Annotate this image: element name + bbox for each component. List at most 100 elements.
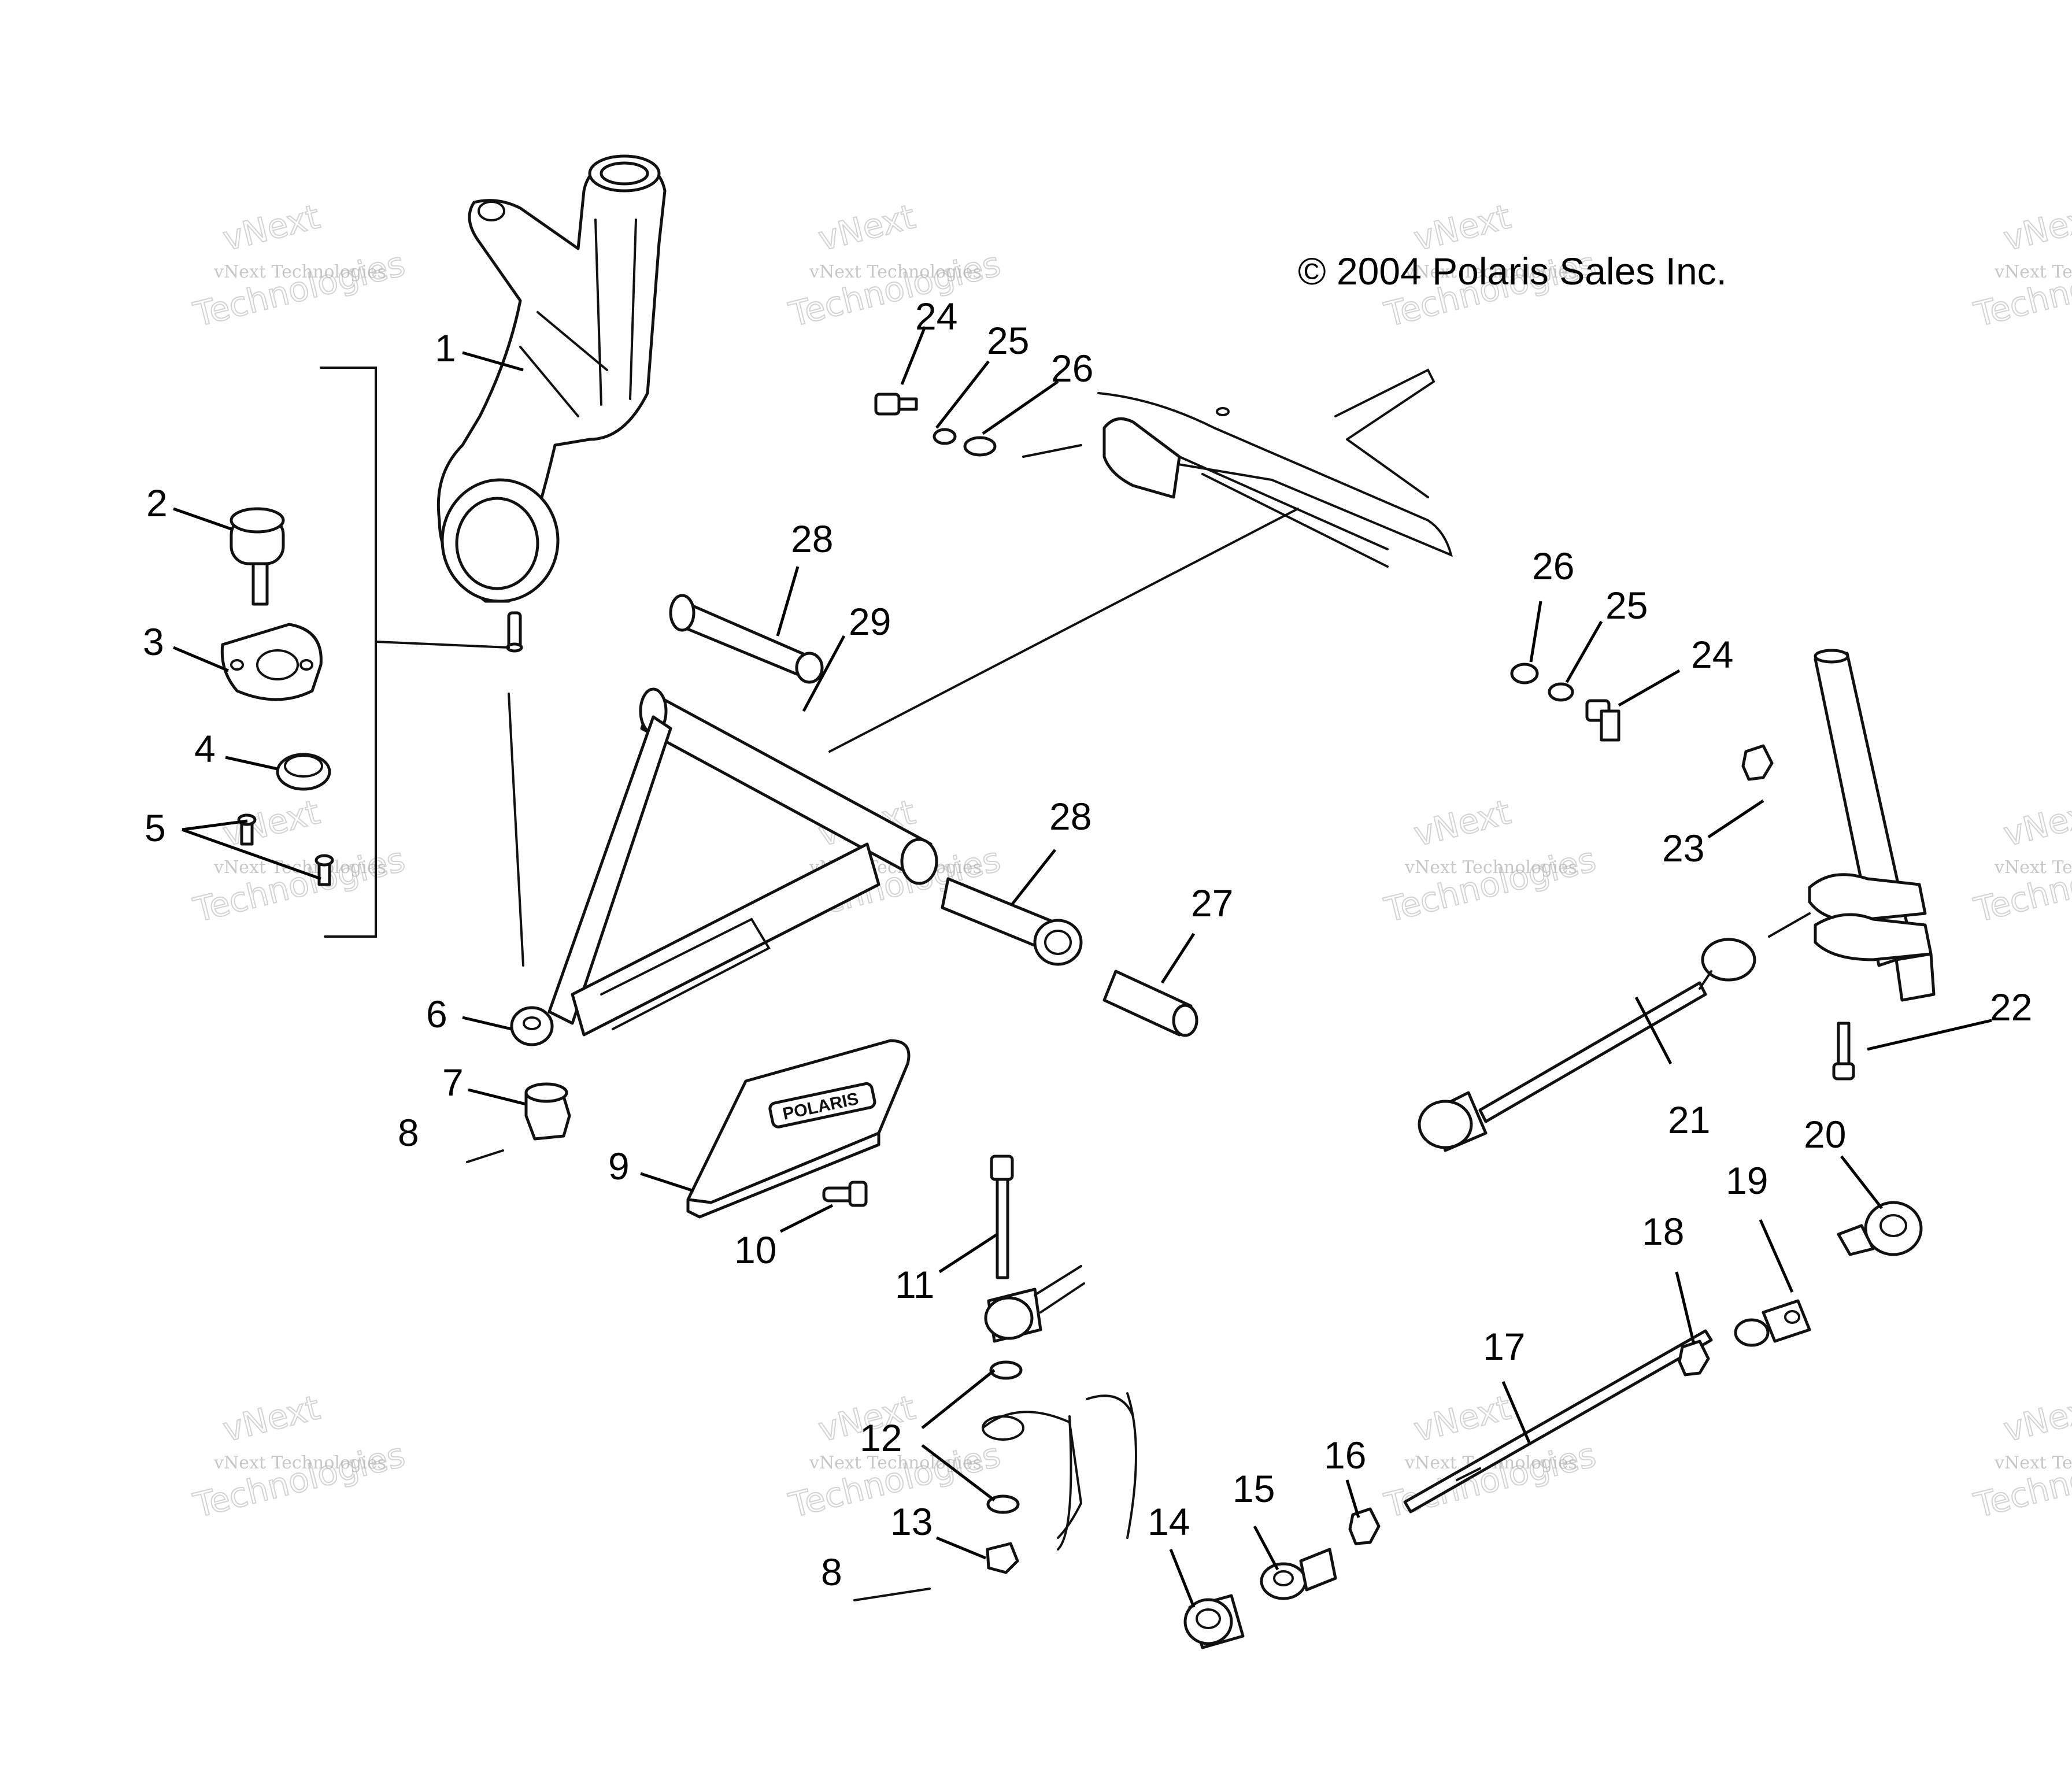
- watermark: vNext vNext Technologies Technologies: [189, 1387, 409, 1526]
- svg-text:Technologies: Technologies: [1970, 1435, 2072, 1525]
- ball-joint-part: [230, 507, 285, 606]
- copyright-notice: © 2004 Polaris Sales Inc.: [1298, 250, 1727, 293]
- svg-text:vNext Technologies: vNext Technologies: [213, 857, 386, 878]
- callout-label: 7: [442, 1061, 464, 1104]
- watermark: vNext vNext Technologies Technologies: [785, 196, 1005, 335]
- bushing-part: [669, 594, 824, 684]
- bolt-part: [822, 1181, 868, 1207]
- callout-label: 9: [608, 1145, 630, 1187]
- svg-text:Technologies: Technologies: [1970, 244, 2072, 334]
- svg-text:Technologies: Technologies: [785, 244, 1004, 334]
- callout-label: 24: [1691, 633, 1733, 676]
- tie-rod-part: [1403, 1329, 1713, 1514]
- rod-end-part: [1260, 1548, 1337, 1600]
- callout-label: 8: [398, 1111, 419, 1154]
- rod-end-part: [1837, 1201, 1923, 1256]
- watermark: vNext vNext Technologies Technologies: [189, 196, 409, 335]
- long-bolt-part: [990, 1155, 1014, 1279]
- hex-nut-part: [1741, 744, 1774, 781]
- svg-text:vNext: vNext: [1410, 1388, 1515, 1449]
- svg-text:vNext Technologies: vNext Technologies: [213, 1453, 386, 1473]
- callout-label: 22: [1990, 986, 2032, 1028]
- callout-labels: 1 2 3 4 5 6 7 8 9 10 11 12 13 8 14 15 16…: [143, 295, 2032, 1593]
- callout-label: 11: [895, 1263, 935, 1306]
- svg-text:vNext: vNext: [815, 197, 919, 258]
- center-line: [828, 508, 1299, 753]
- adjustable-tie-rod-part: [1418, 938, 1756, 1152]
- svg-text:vNext: vNext: [2000, 197, 2072, 258]
- callout-label: 6: [426, 993, 447, 1035]
- callout-label: 12: [860, 1416, 902, 1459]
- callout-label: 24: [915, 295, 957, 338]
- skid-plate-part: POLARIS: [686, 1039, 911, 1219]
- rod-end-part: [1734, 1299, 1811, 1347]
- callout-label: 1: [435, 327, 456, 369]
- callout-label: 19: [1726, 1159, 1768, 1202]
- bolt-part: [1832, 1022, 1855, 1081]
- callout-label: 3: [143, 620, 164, 663]
- svg-text:Technologies: Technologies: [190, 1435, 409, 1525]
- seal-cap-part: [276, 753, 331, 791]
- svg-text:vNext: vNext: [219, 1388, 324, 1449]
- callout-label: 28: [1049, 795, 1092, 838]
- callout-label: 4: [194, 727, 216, 770]
- svg-text:Technologies: Technologies: [1381, 839, 1600, 930]
- watermark: vNext vNext Technologies Technologies: [1970, 196, 2072, 335]
- callout-label: 26: [1051, 347, 1093, 390]
- callout-label: 10: [734, 1229, 776, 1271]
- callout-label: 17: [1483, 1325, 1525, 1368]
- ball-joint-bracket-line: [320, 367, 524, 967]
- fastener-part: [874, 393, 997, 457]
- watermark: vNext vNext Technologies Technologies: [1380, 791, 1600, 930]
- callout-label: 15: [1233, 1467, 1275, 1510]
- svg-text:vNext Technologies: vNext Technologies: [809, 262, 982, 282]
- callout-label: 26: [1532, 545, 1574, 587]
- callout-label: 23: [1662, 827, 1704, 870]
- callout-label: 29: [849, 600, 891, 643]
- leader-lines: [173, 326, 1992, 1608]
- callout-label: 20: [1804, 1113, 1846, 1156]
- svg-text:vNext Technologies: vNext Technologies: [1994, 857, 2072, 878]
- bearing-plate-part: [220, 623, 323, 701]
- callout-label: 18: [1642, 1210, 1684, 1253]
- svg-text:Technologies: Technologies: [1970, 839, 2072, 930]
- tie-rod-end-part: [984, 1265, 1085, 1343]
- callout-label: 14: [1148, 1500, 1190, 1543]
- svg-text:vNext: vNext: [2000, 792, 2072, 854]
- svg-text:vNext: vNext: [219, 197, 324, 258]
- steering-arm-part: [982, 1392, 1137, 1551]
- frame-rail-part: [1022, 368, 1453, 568]
- steering-knuckle-part: [436, 154, 667, 653]
- callout-label: 28: [791, 517, 833, 560]
- cotter-pin-part: [466, 1149, 931, 1601]
- bushing-part: [941, 877, 1083, 966]
- svg-text:vNext Technologies: vNext Technologies: [1404, 857, 1577, 878]
- svg-text:vNext Technologies: vNext Technologies: [1994, 262, 2072, 282]
- callout-label: 2: [146, 482, 168, 524]
- svg-text:vNext: vNext: [2000, 1388, 2072, 1449]
- watermark: vNext vNext Technologies Technologies: [1970, 791, 2072, 930]
- svg-text:vNext Technologies: vNext Technologies: [213, 262, 386, 282]
- callout-label: 27: [1191, 882, 1233, 924]
- rod-end-part: [1183, 1594, 1245, 1649]
- callout-label: 5: [145, 806, 166, 849]
- fastener-part: [1510, 663, 1620, 742]
- svg-text:vNext: vNext: [1410, 792, 1515, 854]
- hex-nut-part: [986, 1542, 1019, 1574]
- a-arm-part: [510, 687, 938, 1046]
- svg-text:vNext Technologies: vNext Technologies: [1404, 262, 1577, 282]
- jam-nut-part: [1348, 1507, 1381, 1545]
- watermark: vNext vNext Technologies Technologies: [1970, 1387, 2072, 1526]
- callout-label: 25: [1605, 584, 1648, 627]
- callout-label: 21: [1668, 1098, 1710, 1141]
- callout-label: 13: [890, 1500, 933, 1543]
- steering-post-part: [1768, 649, 1936, 1002]
- pivot-tube-part: [1102, 970, 1198, 1037]
- jam-nut-part: [1678, 1340, 1710, 1377]
- svg-text:vNext Technologies: vNext Technologies: [1994, 1453, 2072, 1473]
- castle-nut-part: [524, 1082, 571, 1141]
- callout-label: 8: [821, 1551, 842, 1593]
- washer-part: [986, 1360, 1023, 1514]
